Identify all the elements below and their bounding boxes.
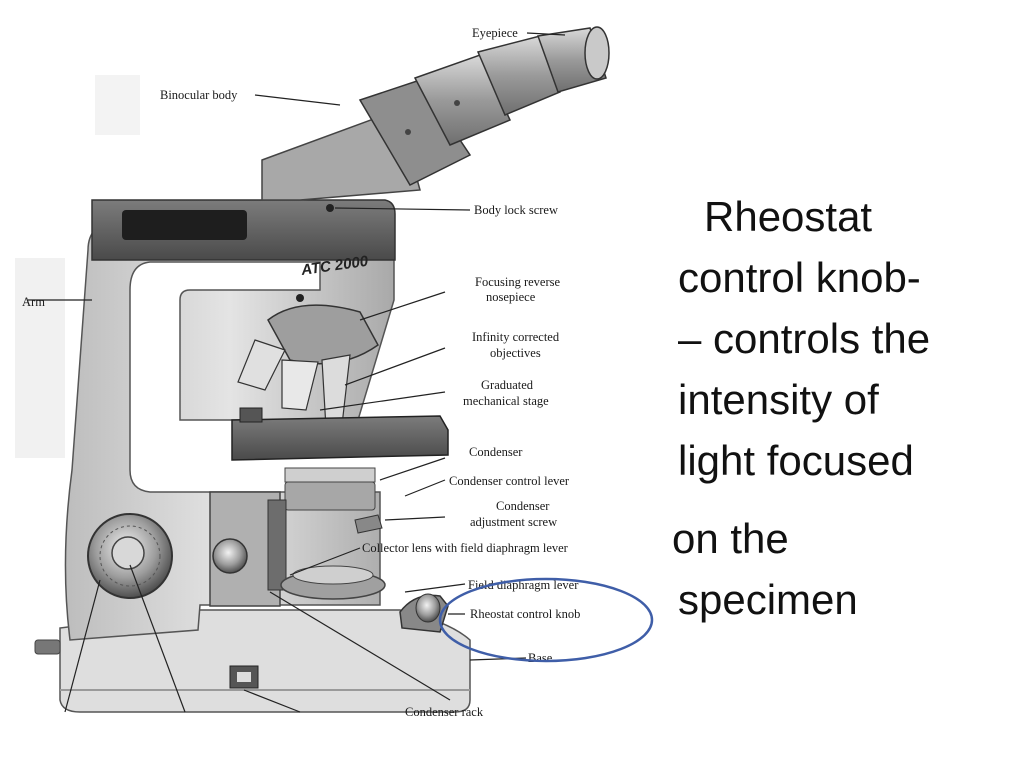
label-base: Base bbox=[528, 651, 553, 665]
label-rheostat-control-knob: Rheostat control knob bbox=[470, 607, 580, 621]
caption-line-1: Rheostat bbox=[704, 193, 873, 240]
nosepiece bbox=[237, 294, 379, 429]
objective-lens bbox=[281, 359, 319, 411]
caption-line-3: – controls the bbox=[678, 315, 931, 362]
label-objectives-line1: Infinity corrected bbox=[472, 330, 560, 344]
label-field-diaphragm-lever: Field diaphragm lever bbox=[468, 578, 579, 592]
label-binocular-body: Binocular body bbox=[160, 88, 238, 102]
caption-line-4: intensity of bbox=[678, 376, 879, 423]
label-condenser-control-lever: Condenser control lever bbox=[449, 474, 570, 488]
part-labels: Eyepiece Binocular body Body lock screw … bbox=[22, 26, 580, 719]
eyepiece-lens bbox=[584, 26, 610, 80]
microscope-diagram: ATC 2000 bbox=[15, 26, 654, 719]
caption-line-2: control knob- bbox=[678, 254, 921, 301]
slide-caption: Rheostat control knob- – controls the in… bbox=[678, 186, 930, 491]
caption-line-6: on the bbox=[672, 515, 789, 562]
label-condenser-rack: Condenser rack bbox=[405, 705, 484, 719]
caption-line-7: specimen bbox=[678, 576, 858, 623]
objective-lens bbox=[237, 339, 286, 391]
binocular-head bbox=[261, 26, 610, 201]
label-condenser: Condenser bbox=[469, 445, 523, 459]
rheostat-knob bbox=[399, 593, 449, 633]
background-patch bbox=[95, 75, 140, 135]
label-nosepiece-line2: nosepiece bbox=[486, 290, 536, 304]
label-arm: Arm bbox=[22, 295, 45, 309]
cord-plug bbox=[34, 639, 61, 655]
condenser-assembly bbox=[209, 467, 386, 607]
label-collector-lens: Collector lens with field diaphragm leve… bbox=[362, 541, 569, 555]
background-patch bbox=[15, 258, 65, 458]
fine-focus-knob bbox=[212, 538, 248, 574]
label-body-lock-screw: Body lock screw bbox=[474, 203, 558, 217]
body-lock-screw bbox=[326, 204, 334, 212]
caption-line-5: light focused bbox=[678, 437, 914, 484]
label-nosepiece-line1: Focusing reverse bbox=[475, 275, 560, 289]
label-stage-line1: Graduated bbox=[481, 378, 534, 392]
leader-lines bbox=[28, 32, 566, 713]
label-condenser-adjustment-line1: Condenser bbox=[496, 499, 550, 513]
label-stage-line2: mechanical stage bbox=[463, 394, 549, 408]
slide-caption-continued: on the specimen bbox=[672, 508, 858, 630]
rheostat-highlight-circle bbox=[438, 577, 654, 663]
mechanical-stage bbox=[231, 407, 449, 461]
label-eyepiece: Eyepiece bbox=[472, 26, 518, 40]
arm-label-window bbox=[122, 210, 247, 240]
label-condenser-adjustment-line2: adjustment screw bbox=[470, 515, 557, 529]
label-objectives-line2: objectives bbox=[490, 346, 541, 360]
microscope-base bbox=[34, 609, 471, 713]
coarse-focus-knob bbox=[87, 513, 173, 599]
